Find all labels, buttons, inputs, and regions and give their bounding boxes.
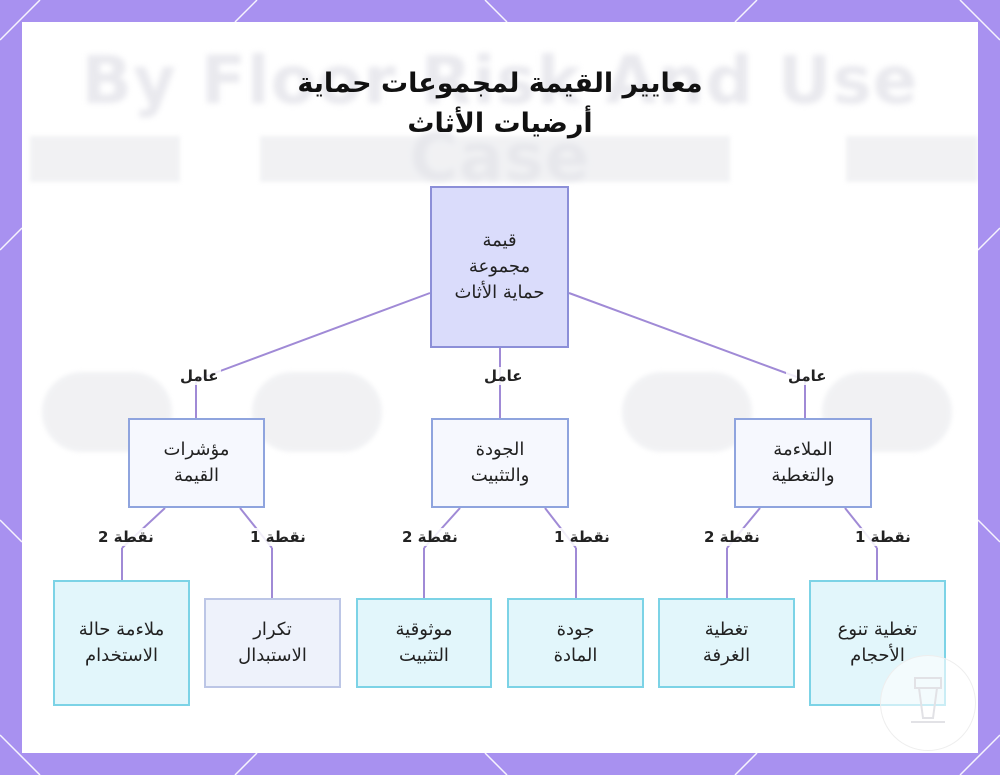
point-node-room-coverage: تغطية الغرفة: [658, 598, 795, 688]
point-label: نقطة 2: [96, 528, 156, 546]
factor-node-label: الجودة والتثبيت: [470, 439, 530, 486]
factor-node-label: مؤشرات القيمة: [163, 439, 230, 486]
point-label: نقطة 1: [552, 528, 612, 546]
title-line-1: معايير القيمة لمجموعات حماية: [297, 68, 703, 99]
factor-node-quality-installation: الجودة والتثبيت: [431, 418, 569, 508]
furniture-leg-icon: [911, 677, 945, 723]
background-blur: [846, 136, 978, 182]
root-node-label: قيمة مجموعة حماية الأثاث: [454, 230, 545, 303]
point-node-installation-reliability: موثوقية التثبيت: [356, 598, 492, 688]
factor-node-value-indicators: مؤشرات القيمة: [128, 418, 265, 508]
point-node-label: تغطية الغرفة: [702, 619, 751, 666]
edge-label: عامل: [178, 367, 221, 385]
title-line-2: أرضيات الأثاث: [407, 108, 593, 139]
point-node-label: جودة المادة: [553, 619, 598, 666]
point-label: نقطة 1: [853, 528, 913, 546]
background-blur: [30, 136, 180, 182]
point-label: نقطة 2: [400, 528, 460, 546]
factor-node-label: الملاءمة والتغطية: [771, 439, 835, 486]
watermark-logo: [880, 655, 976, 751]
point-node-label: ملاءمة حالة الاستخدام: [78, 619, 165, 666]
point-label: نقطة 1: [248, 528, 308, 546]
point-node-use-case-fit: ملاءمة حالة الاستخدام: [53, 580, 190, 706]
edge-label: عامل: [786, 367, 829, 385]
point-node-material-quality: جودة المادة: [507, 598, 644, 688]
edge-label: عامل: [482, 367, 525, 385]
background-blur: [622, 372, 752, 452]
point-node-label: تغطية تنوع الأحجام: [837, 619, 918, 666]
factor-node-fit-coverage: الملاءمة والتغطية: [734, 418, 872, 508]
point-node-replacement-frequency: تكرار الاستبدال: [204, 598, 341, 688]
point-node-label: تكرار الاستبدال: [238, 619, 307, 666]
background-blur: [260, 136, 730, 182]
background-blur: [252, 372, 382, 452]
point-label: نقطة 2: [702, 528, 762, 546]
diagram-title: معايير القيمة لمجموعات حماية أرضيات الأث…: [200, 64, 800, 144]
point-node-label: موثوقية التثبيت: [395, 619, 453, 666]
root-node: قيمة مجموعة حماية الأثاث: [430, 186, 569, 348]
